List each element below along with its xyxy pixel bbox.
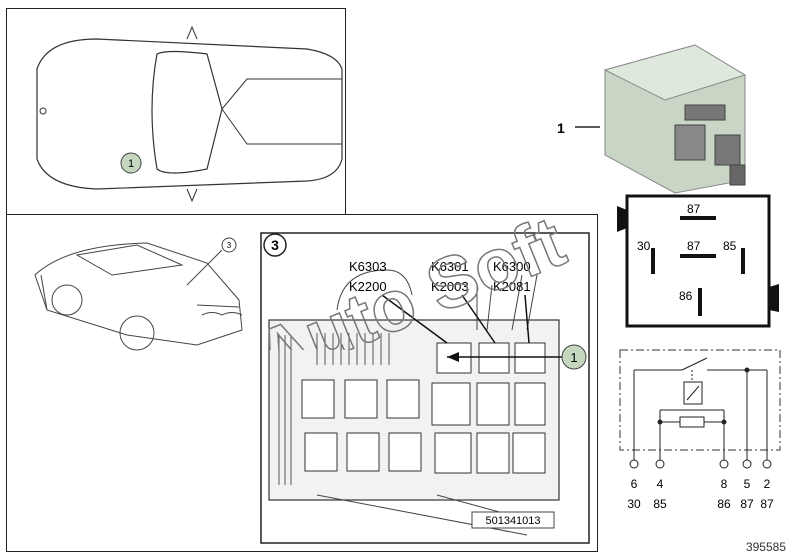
step-number: 3 — [271, 237, 279, 253]
svg-text:3: 3 — [227, 241, 232, 250]
svg-text:1: 1 — [570, 350, 577, 365]
relay-schematic: 6 4 8 5 2 30 85 86 87 87 — [612, 340, 792, 520]
schematic-pin-term-5: 87 — [760, 497, 774, 511]
detail-panel: 3 3 — [6, 214, 598, 552]
pin-label-center: 87 — [687, 239, 701, 253]
car-callout: 3 — [221, 237, 237, 253]
top-view-panel: 1 — [6, 8, 346, 216]
diagram-number: 395585 — [745, 540, 786, 554]
schematic-pin-num-5: 2 — [764, 477, 771, 491]
car-perspective-drawing: 3 — [34, 237, 243, 351]
pin-label-right: 85 — [723, 239, 737, 253]
relay-picture: 1 — [555, 35, 795, 195]
schematic-pin-num-3: 8 — [721, 477, 728, 491]
top-view-callout: 1 — [120, 152, 142, 174]
schematic-pin-num-2: 4 — [657, 477, 664, 491]
relay-label-k6300: K6300 — [493, 259, 531, 274]
schematic-pin-term-3: 86 — [717, 497, 731, 511]
schematic-pin-num-4: 5 — [744, 477, 751, 491]
fuse-box-detail: 3 — [260, 232, 590, 544]
relay-label-k2003: K2003 — [431, 279, 469, 294]
part-number: 501341013 — [485, 515, 540, 527]
relay-label-k6303: K6303 — [349, 259, 387, 274]
relay-label-k6301: K6301 — [431, 259, 469, 274]
svg-text:1: 1 — [128, 158, 134, 170]
pin-label-left: 30 — [637, 239, 651, 253]
schematic-pin-term-1: 30 — [627, 497, 641, 511]
detail-callout: 1 — [561, 344, 587, 370]
schematic-pin-num-1: 6 — [631, 477, 638, 491]
schematic-pin-term-4: 87 — [740, 497, 754, 511]
relay-label-k2200: K2200 — [349, 279, 387, 294]
schematic-pin-term-2: 85 — [653, 497, 667, 511]
pin-label-top: 87 — [687, 202, 701, 216]
car-top-view-drawing: 1 — [36, 25, 343, 203]
pin-label-bottom: 86 — [679, 289, 693, 303]
relay-label-k2081: K2081 — [493, 279, 531, 294]
detail-drawing: 3 3 — [34, 232, 590, 544]
relay-callout: 1 — [557, 120, 565, 136]
pin-layout: 87 30 87 85 86 — [605, 192, 790, 332]
